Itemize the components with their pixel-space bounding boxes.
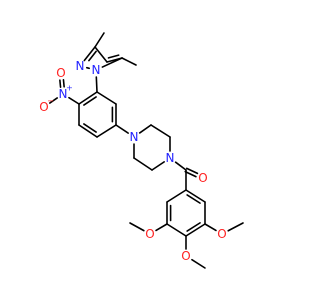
bond-b_c1-b_c2-inner [83, 96, 97, 106]
atom-label-nitro-n: N [59, 87, 68, 101]
bond-b_c4-b_c5 [96, 124, 117, 138]
atom-label-ome-right-o: O [217, 227, 226, 241]
bond-pz_n2-pz_n1 [85, 66, 91, 70]
bond-a_c5-ome_left_o [155, 223, 168, 232]
bond-a_c3-a_c4 [185, 223, 206, 237]
bond-pip_c2-pip_c3 [150, 124, 171, 138]
bond-b_c6-b_c1 [96, 91, 117, 105]
bond-nitro_n-nitro_o2-a [62, 78, 65, 88]
atom-label-ome-mid-o: O [181, 249, 190, 263]
bond-a_c3-ome_right_o [204, 223, 217, 232]
bond-b_c5-pip_n1 [115, 124, 129, 134]
bond-b_c1-b_c2 [78, 91, 98, 105]
bond-a_c1-a_c2-inner [186, 194, 201, 204]
bond-pz_c3-pz_n2-inner [88, 50, 97, 62]
bond-ome_left_o-me_left [129, 222, 145, 232]
bond-pip_n4-co_c [174, 161, 187, 171]
atom-label-pip-n4: N [166, 151, 175, 165]
bond-pip_c5-pip_c6 [133, 157, 153, 171]
bond-b_c3-b_c4 [78, 124, 98, 138]
charge-nitro-o1: − [47, 97, 54, 106]
bond-ome_right_o-me_right [227, 222, 244, 232]
bond-a_c6-a_c1 [166, 189, 187, 203]
atom-label-pip-n1: N [130, 130, 139, 144]
bond-nitro_n-nitro_o1 [48, 97, 59, 104]
atom-label-ome-left-o: O [145, 227, 154, 241]
bond-pz_c5-m5 [121, 57, 137, 66]
atom-label-nitro-o1: O [39, 100, 48, 114]
bond-pz_n1-b_c1 [95, 76, 98, 93]
bond-m3-pz_c3 [94, 32, 105, 48]
bond-ome_mid_o-me_mid [191, 258, 206, 269]
bond-pip_n1-pip_c2 [138, 124, 152, 134]
bond-a_c4-a_c5 [166, 223, 187, 237]
bond-co_c-carbonyl_o-b [185, 167, 199, 175]
bond-nitro_n-nitro_o2-b [59, 79, 62, 89]
atom-label-carbonyl-o: O [198, 171, 207, 185]
bond-pz_n1-pz_c5 [101, 57, 123, 68]
bond-co_c-carbonyl_o-a [184, 170, 197, 178]
atom-label-pz-n1: N [92, 63, 101, 77]
bond-pip_n4-pip_c5 [151, 161, 165, 171]
bond-a_c3-a_c4-inner [186, 222, 201, 232]
bond-pz_c4-pz_c5-inner [107, 54, 120, 59]
bond-pz_c3-pz_c4 [94, 46, 108, 63]
bond-b_c2-nitro_n [68, 96, 80, 105]
bond-layer [48, 32, 244, 269]
atom-label-pz-n2: N [76, 59, 85, 73]
atom-label-nitro-o2: O [56, 66, 65, 80]
charge-nitro-n: + [66, 84, 73, 93]
bond-a_c1-a_c2 [185, 189, 206, 203]
bond-b_c3-b_c4-inner [83, 123, 97, 133]
bond-pz_c3-pz_n2 [83, 46, 96, 62]
